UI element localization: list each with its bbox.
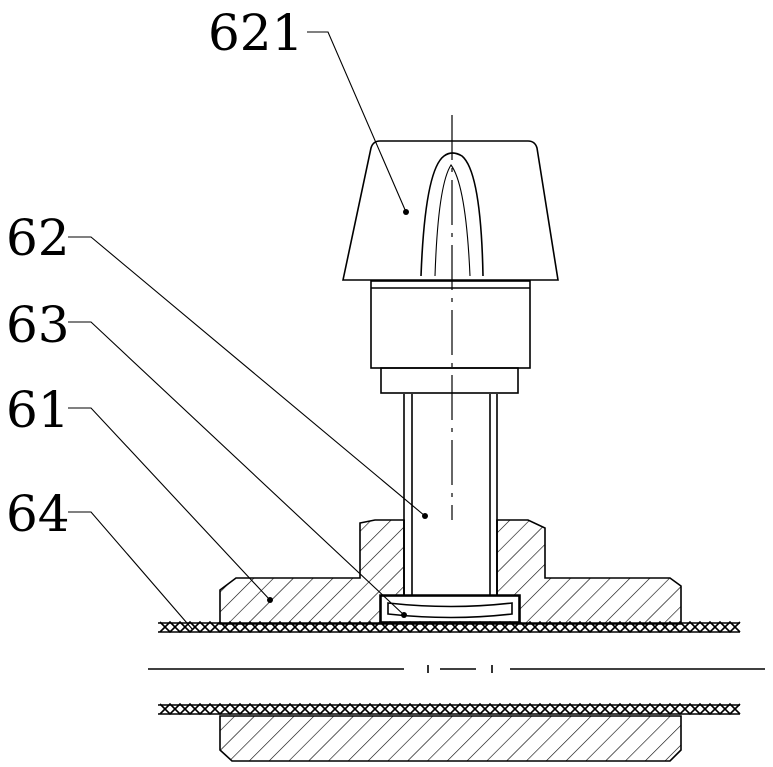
break-lines [148, 665, 765, 673]
label-64: 64 [6, 485, 70, 543]
seal-63 [381, 596, 519, 622]
cap-body [371, 281, 530, 393]
label-63: 63 [6, 296, 70, 354]
fabric-64-upper [158, 622, 740, 632]
fabric-64-lower [158, 704, 740, 714]
label-61: 61 [6, 381, 70, 439]
cap-621 [343, 141, 558, 280]
label-621: 621 [208, 4, 303, 62]
base-61-lower [220, 716, 681, 761]
label-62: 62 [6, 209, 70, 267]
labels: 621 62 63 61 64 [6, 4, 303, 543]
